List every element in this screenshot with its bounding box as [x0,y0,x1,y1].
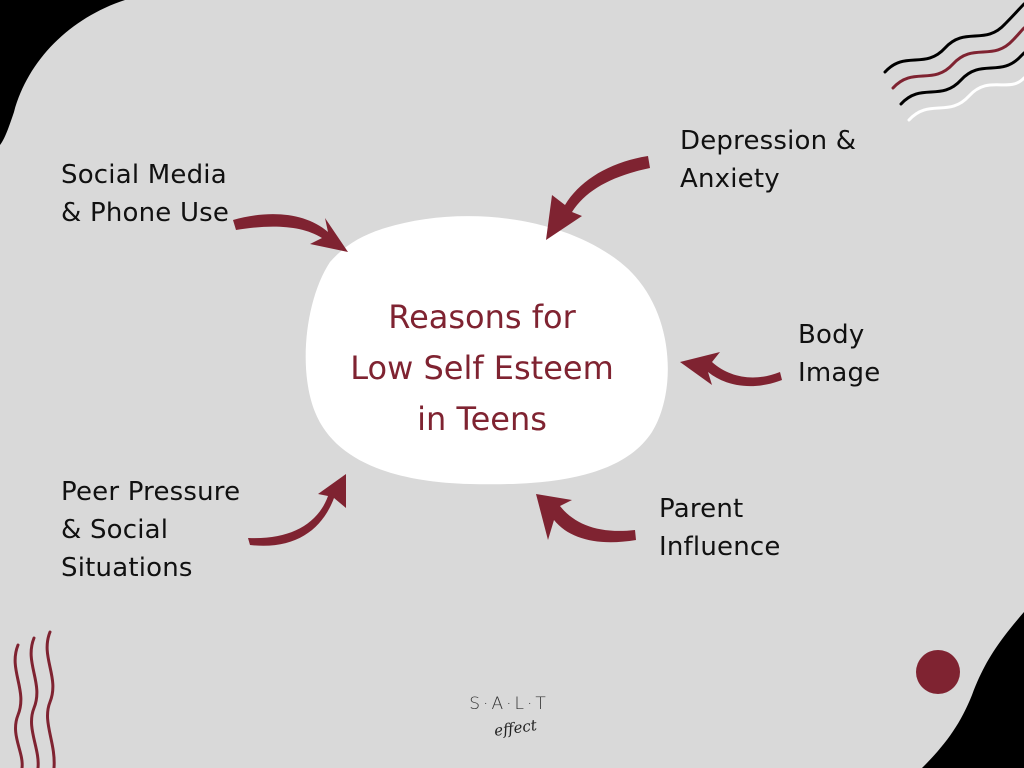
reason-depression: Depression & Anxiety [680,122,856,198]
reason-line: Depression & [680,126,857,156]
center-title-line: Reasons for [388,298,576,336]
center-title-line: in Teens [417,400,547,438]
arrow-peer-pressure [248,474,346,546]
accent-dot [916,650,960,694]
center-blob [305,216,668,485]
reason-parent-influence: Parent Influence [659,490,781,566]
center-title-line: Low Self Esteem [350,349,614,387]
reason-peer-pressure: Peer Pressure & Social Situations [61,473,240,587]
center-title: Reasons for Low Self Esteem in Teens [315,292,649,445]
corner-shape-top-left [0,0,125,145]
reason-line: Parent [659,494,744,524]
arrows [233,156,782,546]
arrow-body-image [680,352,782,387]
wavy-lines-bottom-left [13,630,56,768]
reason-line: Situations [61,553,193,583]
reason-line: Influence [659,532,781,562]
reason-line: Body [798,320,865,350]
reason-social-media: Social Media & Phone Use [61,156,229,232]
reason-line: Social Media [61,160,227,190]
corner-shape-bottom-right [922,612,1024,768]
reason-line: Anxiety [680,164,780,194]
logo-wordmark: S·A·L·T [469,694,549,714]
arrow-parent-influence [536,494,636,543]
reason-line: Image [798,358,881,388]
reason-body-image: Body Image [798,316,880,392]
arrow-social-media [233,214,348,252]
wavy-lines-top-right [883,2,1024,122]
reason-line: Peer Pressure [61,477,241,507]
arrow-depression [546,156,650,240]
reason-line: & Phone Use [61,198,230,228]
reason-line: & Social [61,515,169,545]
